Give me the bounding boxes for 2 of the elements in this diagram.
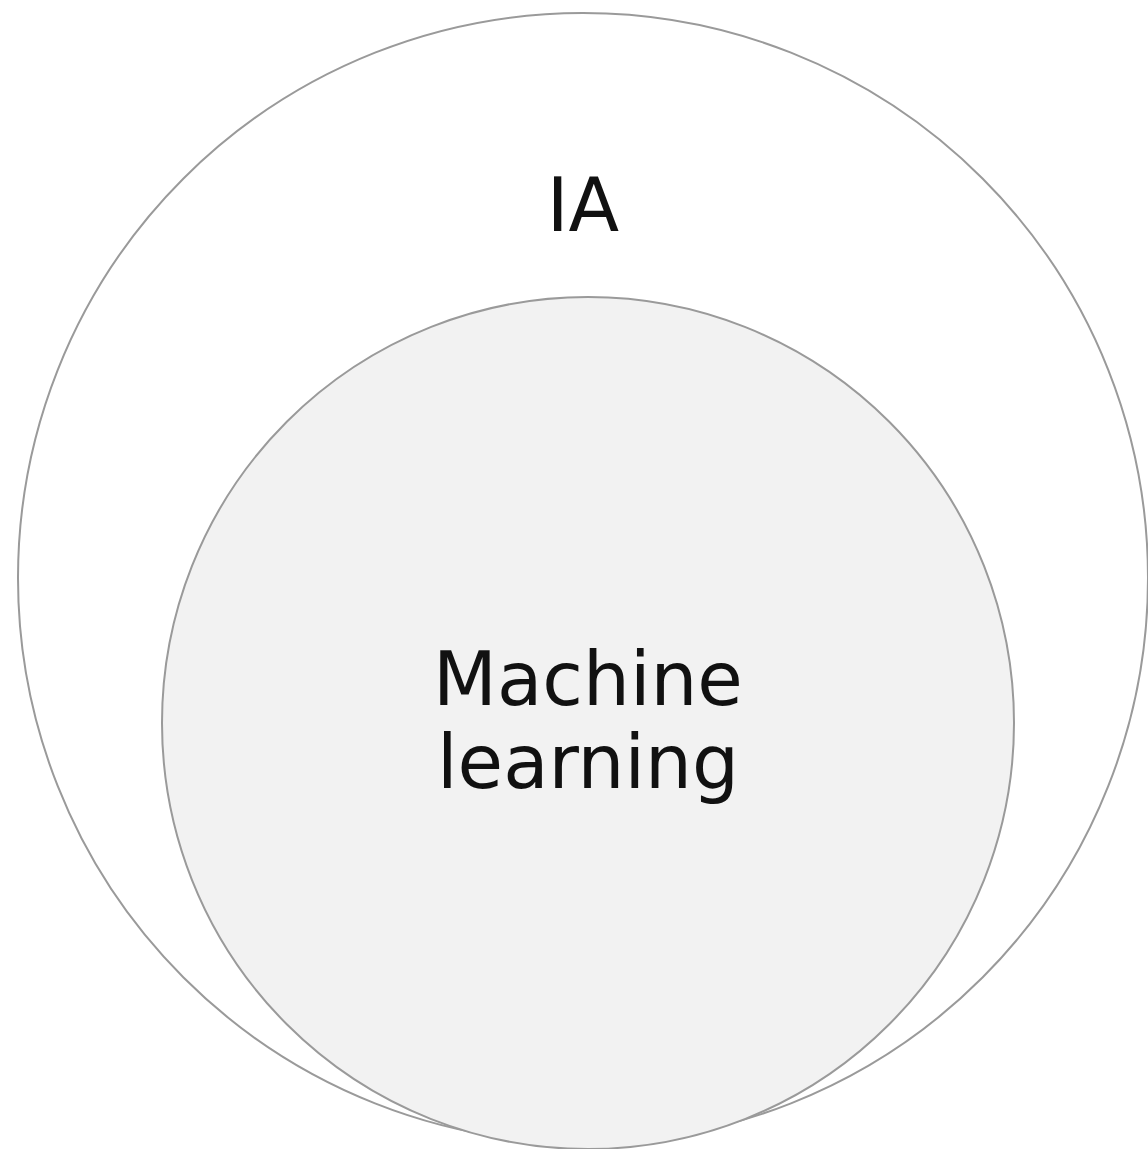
- set-label: Machine learning: [432, 638, 744, 804]
- set-label: IA: [545, 164, 621, 247]
